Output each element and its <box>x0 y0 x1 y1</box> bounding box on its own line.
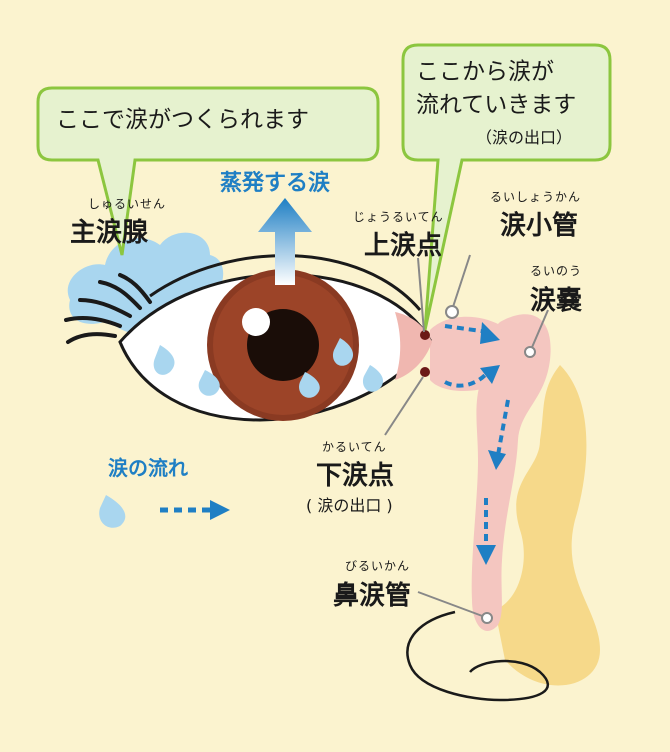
bubble-left-text: ここで涙がつくられます <box>56 107 309 133</box>
lower-punctum-ruby: かるいてん <box>322 440 387 454</box>
upper-punctum-dot <box>420 330 430 340</box>
bone-shape <box>495 365 600 686</box>
legend-tear-icon <box>99 495 126 528</box>
lower-punctum-label: 下涙点 <box>316 461 395 491</box>
main-gland-ruby: しゅるいせん <box>88 197 167 211</box>
legend-arrowhead <box>210 500 230 520</box>
upper-punctum-label: 上涙点 <box>364 231 443 261</box>
flow-arrowheads <box>476 322 506 565</box>
lower-punctum-dot <box>420 367 430 377</box>
lacrimal-sac-ruby: るいのう <box>530 264 583 278</box>
lacrimal-sac-label: 涙嚢 <box>530 286 583 316</box>
evaporation-label: 蒸発する涙 <box>220 171 331 196</box>
upper-punctum-ruby: じょうるいてん <box>353 210 444 224</box>
caruncle <box>395 312 432 380</box>
bubble-right-line2: 流れていきます <box>416 92 577 118</box>
nasolacrimal-duct-ruby: びるいかん <box>345 559 411 573</box>
bubble-right-line1: ここから涙が <box>416 59 554 85</box>
bubble-left-shape <box>36 86 380 256</box>
nose-outline <box>406 610 549 702</box>
eye-highlight <box>242 308 270 336</box>
eyelashes <box>64 273 152 344</box>
flow-arrows <box>444 324 510 548</box>
bubble-right-shape <box>401 43 612 331</box>
evaporation-arrow <box>258 198 312 285</box>
leader-lines <box>384 254 549 624</box>
canaliculus-ruby: るいしょうかん <box>490 190 582 204</box>
main-gland-label: 主涙腺 <box>70 218 149 248</box>
lower-punctum-note: ( 涙の出口 ) <box>306 496 393 515</box>
canaliculus-label: 涙小管 <box>500 211 579 241</box>
bubble-right-line3: （涙の出口） <box>476 128 573 147</box>
nasolacrimal-duct-label: 鼻涙管 <box>333 581 412 611</box>
legend-title: 涙の流れ <box>108 456 188 480</box>
tear-drops <box>153 338 384 398</box>
